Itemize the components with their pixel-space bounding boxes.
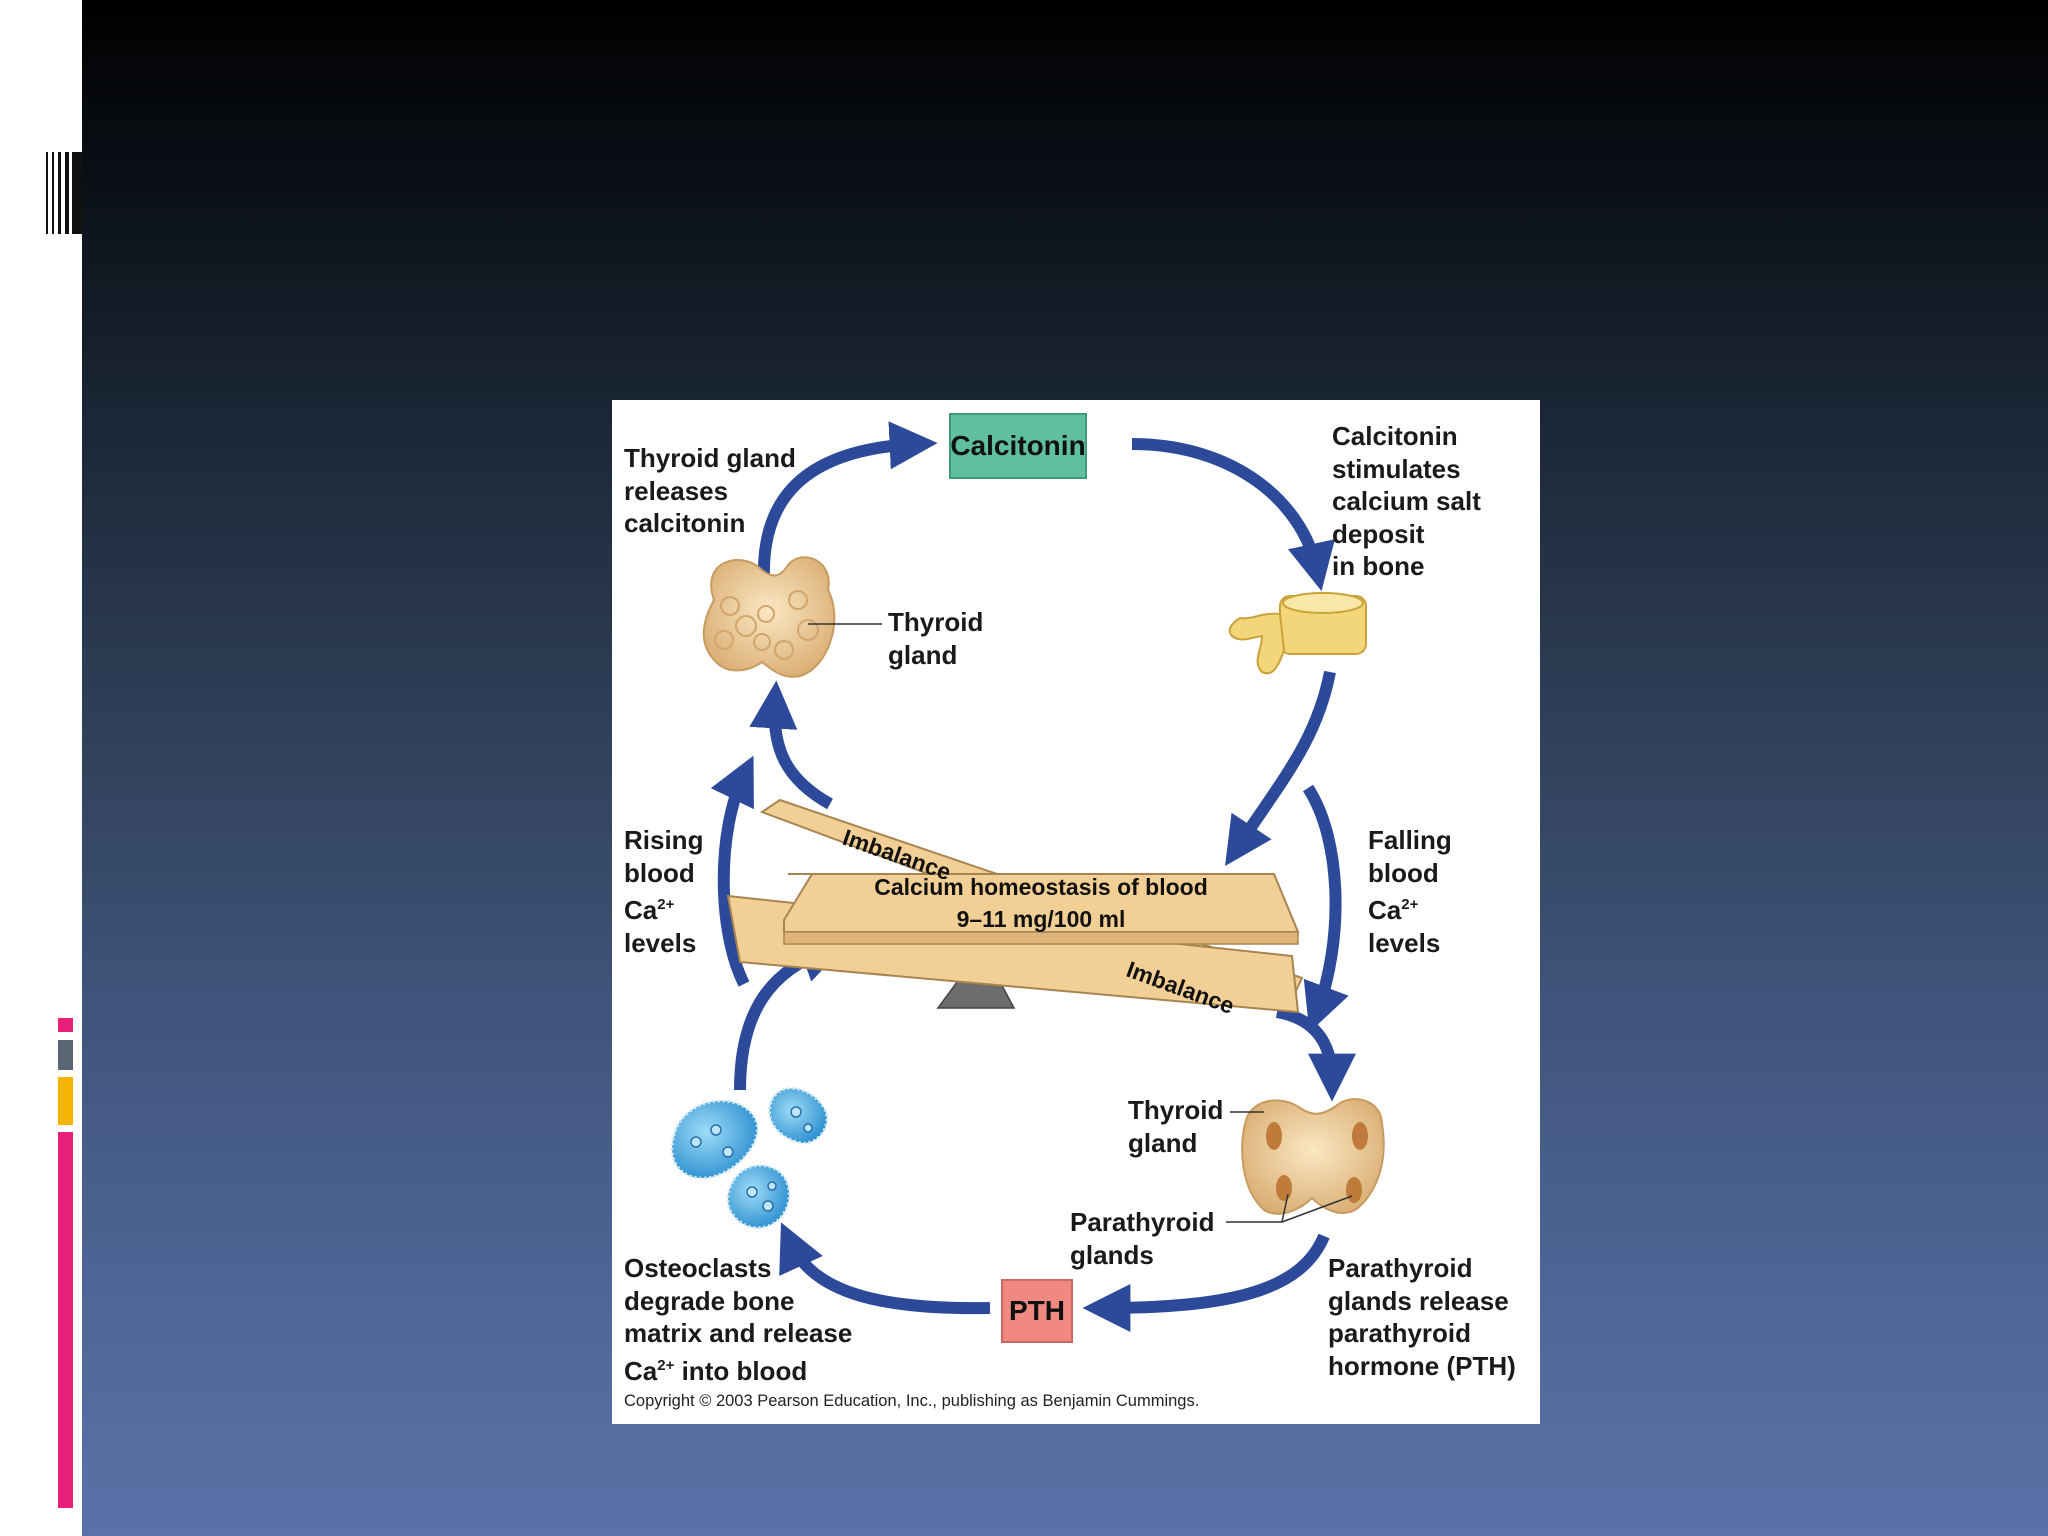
- arrow-bone-to-seesaw: [1225, 670, 1336, 867]
- rising-ca-text: Ca2+: [624, 889, 703, 927]
- thyroid-gland-bottom-label: Thyroid gland: [1128, 1095, 1224, 1158]
- osteoclasts-ca-text: Ca2+ into blood: [624, 1350, 852, 1388]
- pth-label: PTH: [1009, 1295, 1065, 1326]
- arrow-seesaw-to-thyroid: [749, 680, 833, 810]
- arrow-falling-down: [1302, 784, 1349, 1033]
- osteoclasts-tail: into blood: [674, 1355, 808, 1386]
- calcitonin-label: Calcitonin: [950, 430, 1086, 461]
- thyroid-releases-label: Thyroid gland releases calcitonin: [624, 443, 796, 538]
- falling-levels-text: levels: [1368, 927, 1441, 958]
- falling-levels-label: Falling blood Ca2+ levels: [1368, 824, 1452, 959]
- rising-blood-text: Rising blood: [624, 825, 704, 888]
- rising-levels-label: Rising blood Ca2+ levels: [624, 824, 703, 959]
- homeostasis-line-2: 9–11 mg/100 ml: [956, 906, 1126, 932]
- accent-bar-gold: [58, 1077, 73, 1125]
- seesaw: [726, 798, 1304, 1014]
- ca-charge: 2+: [1401, 896, 1419, 913]
- osteoclasts-text: Osteoclasts degrade bone matrix and rele…: [624, 1253, 853, 1348]
- falling-ca-text: Ca2+: [1368, 889, 1452, 927]
- rising-levels-text: levels: [624, 927, 697, 958]
- arrow-parathyroid-to-pth: [1082, 1233, 1330, 1332]
- accent-bar-pink-top: [58, 1018, 73, 1032]
- cycle-arrows: [710, 421, 1356, 1332]
- parathyroid-release-label: Parathyroid glands release parathyroid h…: [1328, 1253, 1516, 1381]
- ca-symbol: Ca: [1368, 895, 1402, 925]
- arrow-rising-up: [710, 755, 754, 987]
- ca-symbol: Ca: [624, 1355, 658, 1386]
- osteoclasts-label: Osteoclasts degrade bone matrix and rele…: [624, 1252, 852, 1387]
- thyroid-gland-icon: [702, 556, 882, 678]
- diagram-graphics: [670, 413, 1385, 1343]
- falling-blood-text: Falling blood: [1368, 825, 1452, 888]
- calcium-homeostasis-diagram: Calcitonin PTH Thyroid gland releases ca…: [612, 400, 1540, 1424]
- ca-charge: 2+: [657, 1356, 675, 1374]
- arrow-seesaw-to-parathyroid: [1275, 1006, 1356, 1102]
- arrow-thyroid-to-calcitonin: [757, 421, 938, 579]
- bone-vertebra-icon: [1228, 592, 1367, 675]
- calcitonin-stimulates-label: Calcitonin stimulates calcium salt depos…: [1332, 421, 1481, 581]
- ca-symbol: Ca: [624, 895, 658, 925]
- arrow-osteoclast-to-seesaw: [734, 936, 849, 1091]
- pth-box: [1001, 1279, 1073, 1343]
- ca-charge: 2+: [657, 896, 675, 913]
- stripe-decoration: [46, 152, 82, 234]
- accent-bar-gray: [58, 1040, 73, 1070]
- arrow-pth-to-osteoclasts: [779, 1222, 991, 1315]
- parathyroid-glands-label: Parathyroid glands: [1070, 1207, 1215, 1270]
- accent-bar-pink: [58, 1132, 73, 1508]
- copyright-notice: Copyright © 2003 Pearson Education, Inc.…: [624, 1392, 1200, 1410]
- calcitonin-box: [949, 413, 1087, 479]
- thyroid-gland-top-label: Thyroid gland: [888, 607, 984, 670]
- parathyroid-gland-icon: [1226, 1098, 1385, 1223]
- homeostasis-line-1: Calcium homeostasis of blood: [874, 874, 1208, 900]
- osteoclast-cells-icon: [670, 1087, 829, 1230]
- arrow-calcitonin-to-bone: [1131, 438, 1335, 592]
